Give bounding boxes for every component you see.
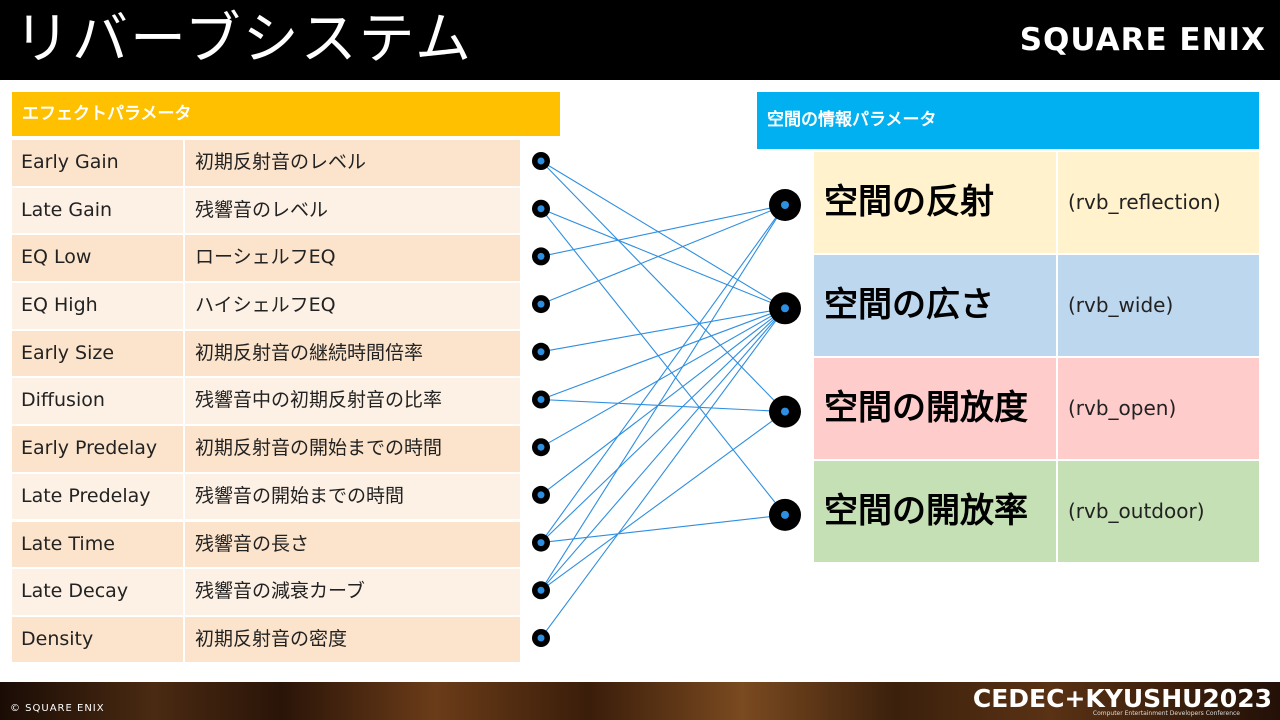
space-node-center — [781, 304, 789, 313]
param-name: Late Gain — [12, 187, 183, 234]
param-node-center — [537, 491, 545, 499]
space-code: (rvb_outdoor) — [1058, 461, 1259, 562]
connection-line — [540, 160, 786, 309]
param-node-center — [537, 205, 545, 213]
param-desc: 残響音の開始までの時間 — [185, 473, 520, 520]
param-name: Late Decay — [12, 569, 183, 615]
space-row: 空間の反射(rvb_reflection) — [814, 152, 1259, 253]
connection-line — [540, 307, 786, 543]
space-params-header: 空間の情報パラメータ — [757, 92, 1259, 149]
space-row: 空間の開放度(rvb_open) — [814, 358, 1259, 459]
connection-line — [540, 307, 786, 448]
param-name: EQ High — [12, 283, 183, 329]
connection-line — [540, 160, 786, 412]
param-desc: 残響音中の初期反射音の比率 — [185, 378, 520, 424]
space-code: (rvb_reflection) — [1058, 152, 1259, 253]
space-code: (rvb_open) — [1058, 358, 1259, 459]
param-name: Early Gain — [12, 140, 183, 186]
param-node-center — [537, 252, 545, 260]
param-node-center — [537, 539, 545, 547]
param-name: Early Size — [12, 330, 183, 377]
param-desc: 初期反射音の開始までの時間 — [185, 426, 520, 472]
param-node-center — [537, 348, 545, 356]
connection-line — [540, 307, 786, 591]
space-node-center — [781, 407, 789, 416]
param-name: Density — [12, 616, 183, 663]
square-enix-logo: SQUARE ENIX — [1019, 22, 1266, 58]
param-node-center — [537, 634, 545, 642]
cedec-subtitle: Computer Entertainment Developers Confer… — [1092, 710, 1240, 717]
connection-line — [540, 204, 786, 543]
effect-params-header: エフェクトパラメータ — [12, 92, 560, 136]
param-desc: ローシェルフEQ — [185, 235, 520, 281]
connection-line — [540, 208, 786, 309]
space-row: 空間の広さ(rvb_wide) — [814, 255, 1259, 356]
connection-line — [540, 208, 786, 516]
connection-line — [540, 204, 786, 591]
param-name: Late Predelay — [12, 473, 183, 520]
connection-line — [540, 204, 786, 257]
param-name: Diffusion — [12, 378, 183, 424]
connection-line — [540, 307, 786, 639]
title-bar: リバーブシステム SQUARE ENIX — [0, 0, 1280, 80]
param-desc: 初期反射音の継続時間倍率 — [185, 330, 520, 377]
space-name: 空間の開放率 — [814, 461, 1056, 562]
connection-line — [540, 307, 786, 401]
param-desc: 残響音のレベル — [185, 187, 520, 234]
connection-line — [540, 204, 786, 305]
connection-line — [540, 411, 786, 591]
connection-line — [540, 307, 786, 496]
param-node-center — [537, 300, 545, 308]
param-name: Late Time — [12, 521, 183, 567]
param-node-center — [537, 396, 545, 403]
space-code: (rvb_wide) — [1058, 255, 1259, 356]
param-desc: ハイシェルフEQ — [185, 283, 520, 329]
param-desc: 初期反射音のレベル — [185, 140, 520, 186]
space-params-table: 空間の反射(rvb_reflection) 空間の広さ(rvb_wide) 空間… — [814, 152, 1259, 564]
param-desc: 残響音の長さ — [185, 521, 520, 567]
copyright-text: © SQUARE ENIX — [10, 703, 105, 714]
cedec-kyushu-logo: CEDEC+KYUSHU2023 — [972, 684, 1272, 713]
slide-title: リバーブシステム — [14, 7, 473, 72]
space-row: 空間の開放率(rvb_outdoor) — [814, 461, 1259, 562]
param-name: EQ Low — [12, 235, 183, 281]
space-node-center — [781, 201, 789, 209]
connection-line — [540, 398, 786, 413]
param-node-center — [537, 443, 545, 451]
param-name: Early Predelay — [12, 426, 183, 472]
param-desc: 残響音の減衰カーブ — [185, 569, 520, 615]
space-node-center — [781, 510, 789, 519]
param-node-center — [537, 157, 545, 165]
space-name: 空間の広さ — [814, 255, 1056, 356]
connection-line — [540, 514, 786, 544]
footer-bar — [0, 682, 1280, 720]
space-name: 空間の開放度 — [814, 358, 1056, 459]
param-desc: 初期反射音の密度 — [185, 616, 520, 663]
connection-line — [540, 307, 786, 353]
param-node-center — [537, 586, 545, 594]
space-name: 空間の反射 — [814, 152, 1056, 253]
